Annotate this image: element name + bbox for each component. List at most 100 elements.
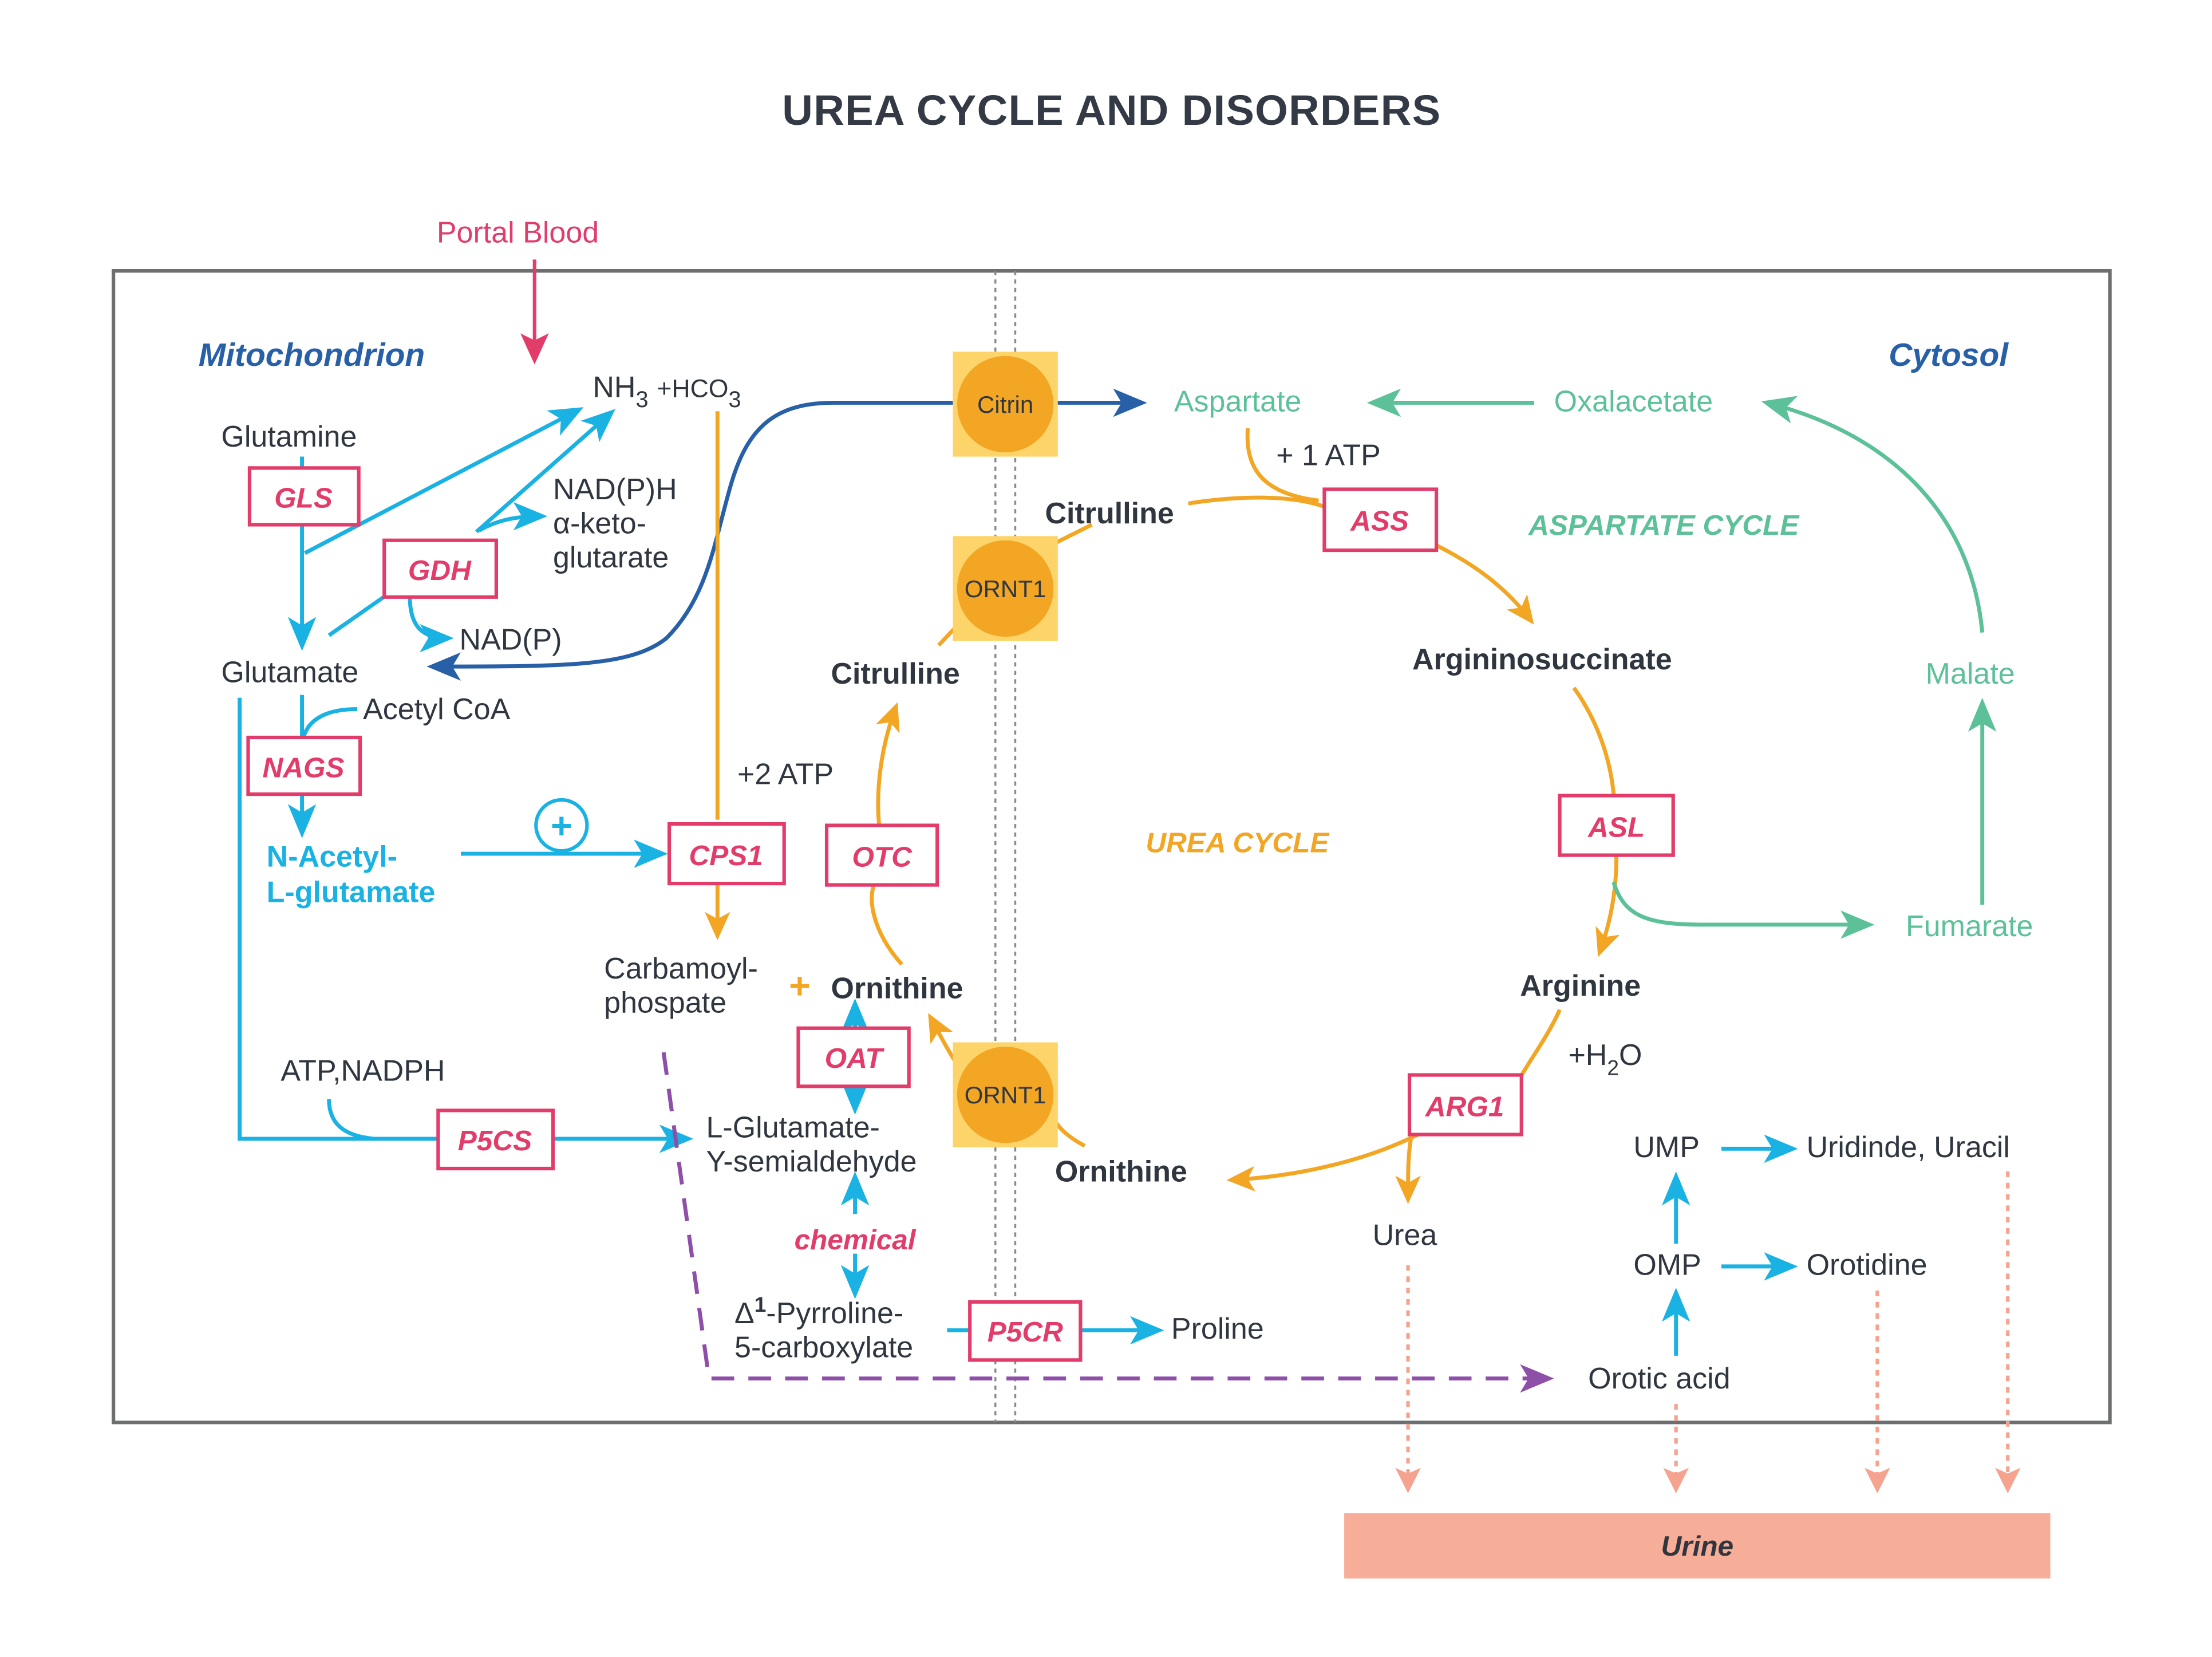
enzyme-cps1: CPS1 bbox=[667, 822, 786, 886]
carbamoyl-plus: + bbox=[789, 965, 811, 1007]
asl-box bbox=[1558, 794, 1675, 857]
ornithine-mito-label: Ornithine bbox=[831, 972, 963, 1005]
gdh-to-nadp-arrow bbox=[408, 595, 454, 653]
proline-label: Proline bbox=[1171, 1312, 1264, 1346]
portal-blood-label: Portal Blood bbox=[437, 216, 599, 250]
ornt1-transporter-top: ORNT1 bbox=[953, 536, 1058, 641]
carbamoyl-label-line1: Carbamoyl- bbox=[604, 952, 758, 985]
nh3-label: NH3+HCO3 bbox=[592, 371, 741, 412]
glutamate-label: Glutamate bbox=[221, 656, 358, 689]
omp-label: OMP bbox=[1633, 1249, 1701, 1282]
arg1-to-ornithine-arrow bbox=[1226, 1133, 1419, 1192]
activation-plus: + bbox=[551, 805, 572, 846]
enzyme-p5cr: P5CR bbox=[968, 1300, 1083, 1362]
atp-nadph-label: ATP,NADPH bbox=[281, 1054, 445, 1087]
enzyme-gls: GLS bbox=[247, 466, 361, 527]
enzyme-gdh: GDH bbox=[382, 538, 499, 599]
enzyme-ass: ASS bbox=[1322, 487, 1439, 553]
citrin-transporter: Citrin bbox=[953, 352, 1058, 457]
atp2-label: +2 ATP bbox=[737, 758, 834, 791]
enzyme-oat: OAT bbox=[796, 1026, 911, 1088]
ornt1-transporter-bottom: ORNT1 bbox=[953, 1042, 1058, 1147]
citrulline-mito-label: Citrulline bbox=[831, 657, 959, 691]
p5cs-label: P5CS bbox=[458, 1125, 532, 1157]
enzyme-asl: ASL bbox=[1558, 794, 1675, 857]
arg1-to-urea-arrow bbox=[1395, 1138, 1421, 1204]
carbamoyl-to-orotic-dashed-arrow bbox=[661, 1052, 1554, 1393]
ump-label: UMP bbox=[1633, 1131, 1700, 1164]
atp1-label: + 1 ATP bbox=[1276, 439, 1381, 472]
nadph-label: NAD(P)H bbox=[553, 473, 677, 506]
argininosuccinate-label: Argininosuccinate bbox=[1412, 643, 1672, 676]
arg1-label: ARG1 bbox=[1424, 1091, 1504, 1122]
enzyme-p5cs: P5CS bbox=[436, 1108, 555, 1171]
ass-label: ASS bbox=[1349, 505, 1409, 536]
ornt1-bottom-label: ORNT1 bbox=[965, 1082, 1046, 1108]
acetylcoa-joint bbox=[301, 707, 358, 739]
ass-to-argininosuccinate-arrow bbox=[1434, 543, 1534, 625]
uridine-label: Uridinde, Uracil bbox=[1807, 1131, 2010, 1164]
orotidine-label: Orotidine bbox=[1807, 1249, 1927, 1282]
gdh-to-nh3-arrow bbox=[475, 409, 615, 534]
glutamate-to-gdh-line bbox=[327, 594, 387, 637]
ass-box bbox=[1322, 487, 1439, 553]
malate-to-oxalacetate-arrow bbox=[1761, 396, 1985, 633]
enzyme-arg1: ARG1 bbox=[1407, 1073, 1523, 1137]
nags-label: NAGS bbox=[263, 752, 345, 783]
gls-label: GLS bbox=[274, 483, 333, 514]
ornt1-top-circle bbox=[957, 540, 1054, 637]
lgsa-label-line2: Y-semialdehyde bbox=[706, 1145, 917, 1178]
excretion-arrows bbox=[1395, 1171, 2021, 1494]
acetyl-coa-label: Acetyl CoA bbox=[363, 693, 511, 726]
cps1-box bbox=[667, 822, 786, 886]
citrin-arrows bbox=[426, 388, 1147, 681]
arginine-label: Arginine bbox=[1520, 969, 1641, 1003]
gls-to-nh3-arrow bbox=[303, 407, 584, 555]
pyrimidine-arrows bbox=[1661, 1134, 1798, 1356]
enzyme-otc: OTC bbox=[824, 823, 939, 887]
mitochondrion-label: Mitochondrion bbox=[199, 337, 425, 373]
cell-boundary bbox=[112, 269, 2112, 1425]
aspartate-to-ass-line bbox=[1245, 428, 1319, 503]
atp-nadph-joint bbox=[327, 1099, 375, 1141]
enzyme-nags: NAGS bbox=[246, 735, 362, 796]
otc-label: OTC bbox=[852, 841, 913, 873]
cytosol-label: Cytosol bbox=[1889, 337, 2009, 373]
ornt1-top-label: ORNT1 bbox=[965, 575, 1046, 602]
carbamoyl-label-line2: phospate bbox=[604, 987, 726, 1020]
p5cr-label: P5CR bbox=[988, 1316, 1063, 1348]
asl-to-arginine-arrow bbox=[1595, 855, 1620, 957]
urea-cycle-label: UREA CYCLE bbox=[1146, 827, 1330, 859]
arginine-to-arg1-line bbox=[1518, 1009, 1562, 1079]
p5cr-box bbox=[968, 1300, 1083, 1362]
otc-box bbox=[824, 823, 939, 887]
nag-label-line2: L-glutamate bbox=[267, 875, 436, 909]
lgsa-label-line1: L-Glutamate- bbox=[706, 1111, 879, 1144]
gdh-label: GDH bbox=[408, 555, 472, 586]
orotic-acid-label: Orotic acid bbox=[1588, 1362, 1731, 1395]
nags-box bbox=[246, 735, 362, 796]
oat-label: OAT bbox=[825, 1043, 885, 1074]
akg-label-line2: glutarate bbox=[553, 541, 669, 574]
otc-to-citrulline-arrow bbox=[875, 702, 900, 826]
citrin-to-glutamate-arrow bbox=[426, 400, 953, 681]
argininosuccinate-to-asl-line bbox=[1572, 687, 1616, 795]
chemical-label: chemical bbox=[795, 1224, 917, 1256]
asl-label: ASL bbox=[1587, 811, 1645, 843]
citrulline-cyto-label: Citrulline bbox=[1045, 497, 1174, 530]
urine-bar bbox=[1344, 1513, 2051, 1579]
ornithine-cyto-label: Ornithine bbox=[1055, 1155, 1187, 1188]
citrin-label: Citrin bbox=[977, 391, 1033, 418]
citrin-circle bbox=[957, 356, 1054, 453]
arg1-box bbox=[1407, 1073, 1523, 1137]
cps1-label: CPS1 bbox=[689, 840, 763, 871]
ornt1-bottom-circle bbox=[957, 1046, 1054, 1143]
diagram-title: UREA CYCLE AND DISORDERS bbox=[782, 86, 1441, 134]
aspartate-label: Aspartate bbox=[1174, 385, 1302, 418]
oat-box bbox=[796, 1026, 911, 1088]
p5c-label-line2: 5-carboxylate bbox=[734, 1331, 913, 1364]
akg-label-line1: α-keto- bbox=[553, 507, 646, 540]
asl-to-fumarate-arrow bbox=[1611, 881, 1875, 939]
glutamine-label: Glutamine bbox=[221, 420, 357, 453]
